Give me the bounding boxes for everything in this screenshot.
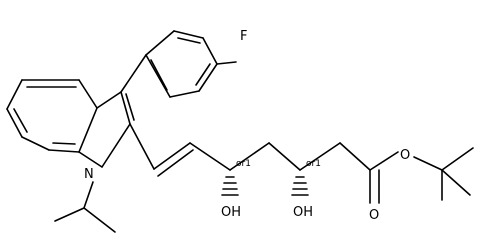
stereo-bond-c5 (221, 176, 239, 196)
hydroxyl-3-label: OH (293, 205, 313, 220)
carbonyl-oxygen-label: O (369, 208, 379, 223)
nitrogen-label: N (84, 167, 94, 182)
hydroxyl-5-label: OH (221, 205, 241, 220)
stereo-label-c3: or1 (306, 159, 321, 169)
ester-oxygen-label: O (400, 148, 410, 163)
fluorine-label: F (240, 29, 247, 44)
stereo-label-c5: or1 (236, 159, 251, 169)
stereo-bond-c3 (291, 176, 309, 196)
bond-lines (6, 30, 474, 233)
